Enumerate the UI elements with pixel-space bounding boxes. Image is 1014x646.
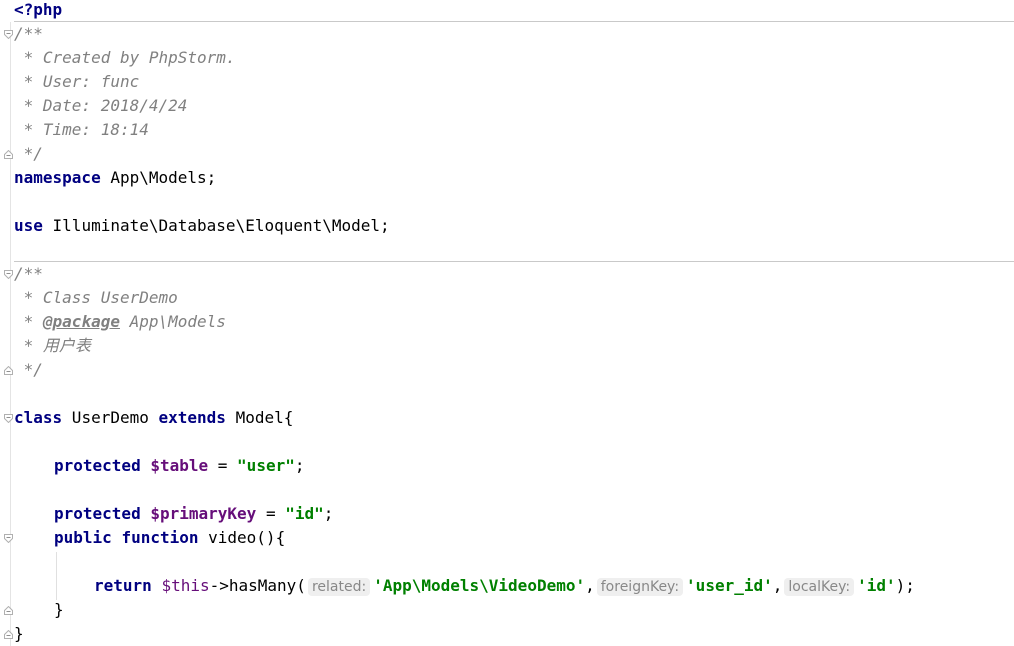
primarykey-variable: $primaryKey <box>150 504 257 523</box>
code-line-class[interactable]: class UserDemo extends Model{ <box>14 406 293 430</box>
primarykey-string: "id" <box>285 504 324 523</box>
class-base: Model{ <box>225 408 294 427</box>
class-name: UserDemo <box>62 408 159 427</box>
protected-keyword: protected <box>54 504 141 523</box>
table-variable: $table <box>150 456 209 475</box>
param-hint-localkey: localKey: <box>784 578 855 596</box>
indent-guide <box>56 552 57 600</box>
code-line-doc-date[interactable]: * Date: 2018/4/24 <box>14 96 188 115</box>
code-line-php-open[interactable]: <?php <box>14 0 63 19</box>
fold-end-icon[interactable] <box>4 366 13 375</box>
protected-keyword: protected <box>54 456 141 475</box>
function-keyword: function <box>121 528 199 547</box>
code-line-doc-user[interactable]: * User: func <box>14 72 140 91</box>
code-line-doc-created[interactable]: * Created by PhpStorm. <box>14 48 236 67</box>
comma: , <box>585 576 595 595</box>
code-line-class-close[interactable]: } <box>14 624 24 643</box>
extends-keyword: extends <box>158 408 226 427</box>
code-line-namespace[interactable]: namespace App\Models; <box>14 166 216 190</box>
code-line-doc-time[interactable]: * Time: 18:14 <box>14 120 149 139</box>
fold-icon[interactable] <box>4 30 13 39</box>
code-line-doc2-close[interactable]: */ <box>14 360 43 379</box>
semicolon: ; <box>323 504 334 523</box>
code-line-prop-table[interactable]: protected $table = "user"; <box>54 454 304 478</box>
semicolon: ; <box>294 456 305 475</box>
namespace-keyword: namespace <box>14 168 101 187</box>
assign-operator: = <box>256 504 286 523</box>
code-line-use[interactable]: use Illuminate\Database\Eloquent\Model; <box>14 214 390 238</box>
method-separator <box>14 21 1014 22</box>
fold-icon[interactable] <box>4 414 13 423</box>
this-variable: $this <box>161 576 210 595</box>
comma: , <box>772 576 783 595</box>
code-line-prop-primarykey[interactable]: protected $primaryKey = "id"; <box>54 502 333 526</box>
foreignkey-argument: 'user_id' <box>686 576 773 595</box>
code-line-method-video[interactable]: public function video(){ <box>54 526 285 550</box>
code-line-doc-open[interactable]: /** <box>14 24 43 43</box>
class-keyword: class <box>14 408 63 427</box>
related-argument: 'App\Models\VideoDemo' <box>373 576 586 595</box>
use-value: Illuminate\Database\Eloquent\Model; <box>42 216 390 235</box>
code-line-return[interactable]: return $this->hasMany(related:'App\Model… <box>94 574 915 598</box>
method-signature: video(){ <box>198 528 286 547</box>
fold-end-icon[interactable] <box>4 606 13 615</box>
code-line-doc2-open[interactable]: /** <box>14 264 43 283</box>
param-hint-foreignkey: foreignKey: <box>596 578 684 596</box>
hasmany-call: ->hasMany( <box>209 576 306 595</box>
package-tag: @package <box>42 312 120 331</box>
public-keyword: public <box>54 528 112 547</box>
code-line-doc2-package[interactable]: * @package App\Models <box>14 310 226 334</box>
method-separator <box>14 261 1014 262</box>
code-line-doc-close[interactable]: */ <box>14 144 43 163</box>
code-line-doc2-class[interactable]: * Class UserDemo <box>14 288 178 307</box>
fold-end-icon[interactable] <box>4 150 13 159</box>
table-string: "user" <box>237 456 295 475</box>
fold-end-icon[interactable] <box>4 630 13 639</box>
namespace-value: App\Models; <box>100 168 217 187</box>
fold-icon[interactable] <box>4 270 13 279</box>
call-close: ); <box>895 576 915 595</box>
assign-operator: = <box>208 456 238 475</box>
localkey-argument: 'id' <box>857 576 896 595</box>
fold-icon[interactable] <box>4 534 13 543</box>
param-hint-related: related: <box>307 578 371 596</box>
code-line-doc2-cn[interactable]: * 用户表 <box>14 336 91 355</box>
doc-prefix: * <box>14 312 43 331</box>
code-line-method-close[interactable]: } <box>54 600 64 619</box>
return-keyword: return <box>94 576 152 595</box>
gutter-line <box>10 22 11 646</box>
use-keyword: use <box>14 216 43 235</box>
package-value: App\Models <box>119 312 226 331</box>
